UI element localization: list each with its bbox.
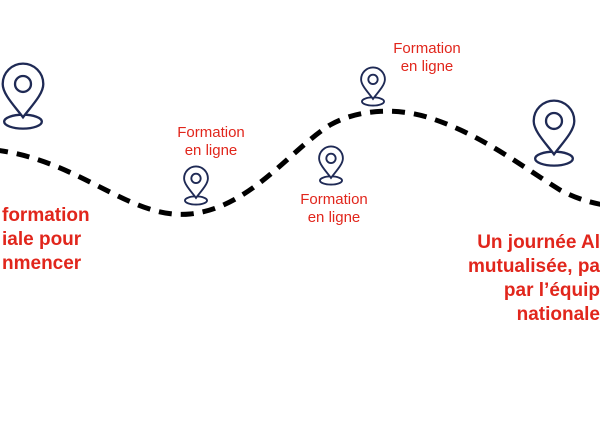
map-pin-icon: [183, 165, 209, 206]
online-training-line-2: en ligne: [184, 142, 238, 159]
online-training-line-1: Formation: [177, 124, 245, 141]
map-pin-icon: [360, 66, 386, 107]
map-pin-icon: [1, 62, 45, 130]
online-training-label: Formation en ligne: [151, 124, 271, 160]
start-training-line-3: nmencer: [2, 253, 82, 274]
shared-day-line-1: Un journée Al: [477, 232, 600, 253]
shared-day-line-2: mutualisée, pa: [468, 256, 600, 277]
online-training-line-1: Formation: [393, 40, 461, 57]
start-training-line-2: iale pour: [2, 229, 82, 250]
map-pin-icon: [318, 145, 344, 186]
online-training-label: Formation en ligne: [367, 40, 487, 76]
online-training-label: Formation en ligne: [274, 191, 394, 227]
map-pin-icon: [532, 99, 576, 167]
start-training-label: formation iale pour nmencer: [2, 204, 90, 276]
online-training-line-2: en ligne: [400, 58, 454, 75]
online-training-line-2: en ligne: [307, 209, 361, 226]
shared-day-line-4: nationale: [516, 304, 600, 325]
shared-day-line-3: par l’équip: [503, 280, 600, 301]
online-training-line-1: Formation: [300, 191, 368, 208]
shared-day-label: Un journée Al mutualisée, pa par l’équip…: [468, 231, 600, 327]
start-training-line-1: formation: [2, 205, 90, 226]
journey-dashed-path: [0, 108, 600, 217]
